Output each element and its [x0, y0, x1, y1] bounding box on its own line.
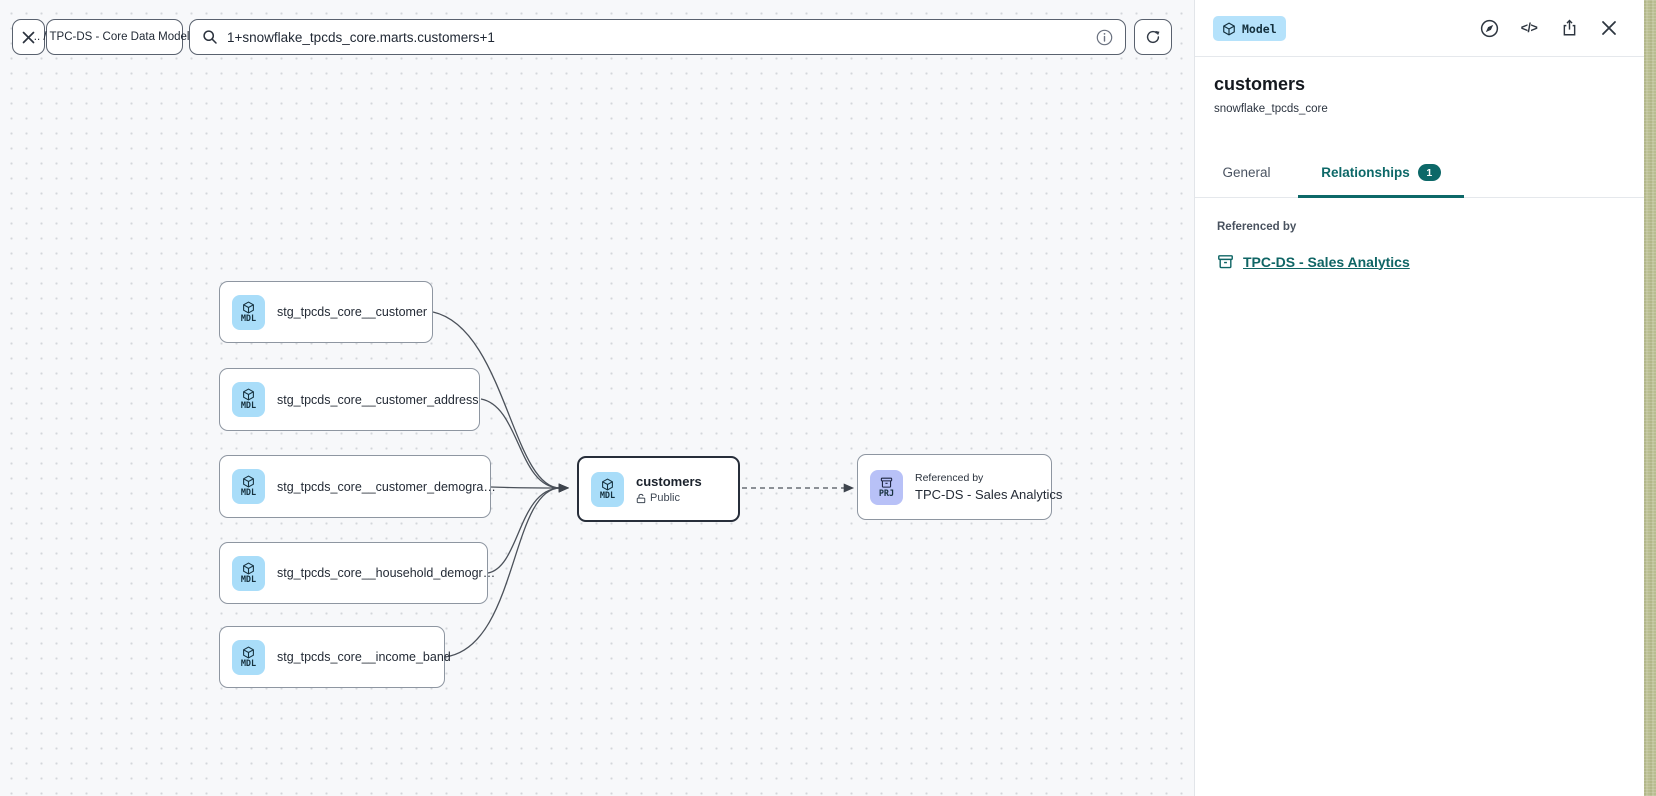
- cube-icon: [243, 646, 254, 659]
- node-stg-tpcds-core-household-demographics[interactable]: MDL stg_tpcds_core__household_demogr…: [219, 542, 495, 604]
- search-icon: [203, 30, 217, 44]
- cube-icon: [1223, 21, 1235, 36]
- model-type-icon: MDL: [232, 382, 265, 417]
- relationships-count-badge: 1: [1417, 164, 1441, 181]
- unlock-icon: [636, 493, 646, 503]
- node-label: TPC-DS - Sales Analytics: [915, 487, 1063, 502]
- tab-relationships[interactable]: Relationships 1: [1298, 148, 1464, 198]
- referenced-by-item[interactable]: TPC-DS - Sales Analytics: [1217, 253, 1410, 270]
- edge-layer: [432, 311, 855, 658]
- node-label: stg_tpcds_core__customer_demogra…: [277, 479, 496, 494]
- project-name: snowflake_tpcds_core: [1214, 103, 1328, 115]
- node-label: stg_tpcds_core__customer_address: [277, 392, 479, 407]
- node-stg-tpcds-core-customer-demographics[interactable]: MDL stg_tpcds_core__customer_demogra…: [219, 455, 496, 518]
- desktop-background-strip: [1644, 0, 1656, 796]
- node-tpcds-sales-analytics-project[interactable]: PRJ Referenced by TPC-DS - Sales Analyti…: [857, 454, 1062, 520]
- share-icon: [1563, 19, 1575, 36]
- active-tab-underline: [1298, 195, 1464, 198]
- node-label: stg_tpcds_core__household_demogr…: [277, 566, 496, 580]
- model-type-icon: MDL: [591, 471, 624, 507]
- lineage-canvas[interactable]: .. / TPC-DS - Core Data Models MDL stg_t…: [0, 0, 1194, 796]
- node-label: stg_tpcds_core__income_band: [277, 650, 451, 664]
- view-code-button[interactable]: </>: [1516, 15, 1542, 41]
- model-type-icon: MDL: [232, 639, 265, 675]
- refresh-button[interactable]: [1134, 19, 1172, 55]
- cube-icon: [602, 478, 613, 491]
- referenced-by-link[interactable]: TPC-DS - Sales Analytics: [1243, 253, 1410, 270]
- close-panel-button[interactable]: [1596, 15, 1622, 41]
- info-icon[interactable]: [1096, 29, 1113, 46]
- edge-customer-address: [480, 398, 570, 493]
- details-panel: Model </> customers snowflake_tpcds_core: [1194, 0, 1644, 796]
- share-button[interactable]: [1556, 15, 1582, 41]
- model-type-icon: MDL: [232, 469, 265, 504]
- project-type-icon: PRJ: [870, 469, 903, 505]
- cube-icon: [243, 388, 254, 401]
- resource-type-badge: Model: [1213, 16, 1286, 41]
- node-title: customers: [636, 474, 702, 489]
- tab-general[interactable]: General: [1222, 165, 1271, 180]
- node-customers-selected[interactable]: MDL customers Public: [577, 456, 740, 522]
- model-type-icon: MDL: [232, 294, 265, 330]
- selector-input[interactable]: [227, 29, 1096, 45]
- explore-lineage-button[interactable]: [1476, 15, 1502, 41]
- compass-icon: [1480, 19, 1498, 37]
- node-kicker: Referenced by: [915, 472, 984, 484]
- breadcrumb-label: .. / TPC-DS - Core Data Models: [33, 31, 196, 43]
- node-label: stg_tpcds_core__customer: [277, 305, 428, 319]
- cube-icon: [243, 301, 254, 314]
- archive-icon: [1218, 255, 1233, 269]
- breadcrumb[interactable]: .. / TPC-DS - Core Data Models: [34, 19, 195, 55]
- code-icon: </>: [1520, 21, 1538, 35]
- edge-household-demographics: [487, 483, 570, 574]
- cube-icon: [243, 562, 254, 575]
- lineage-selector-bar[interactable]: [189, 19, 1126, 55]
- referenced-by-label: Referenced by: [1217, 221, 1297, 233]
- node-stg-tpcds-core-customer[interactable]: MDL stg_tpcds_core__customer: [219, 281, 433, 343]
- node-access: Public: [636, 492, 702, 504]
- close-lineage-button[interactable]: [12, 19, 45, 55]
- node-stg-tpcds-core-income-band[interactable]: MDL stg_tpcds_core__income_band: [219, 626, 451, 688]
- close-icon: [1602, 21, 1616, 35]
- panel-tabs: General Relationships 1: [1195, 148, 1644, 198]
- cube-icon: [243, 475, 254, 488]
- panel-header: Model </>: [1195, 0, 1644, 57]
- refresh-icon: [1146, 30, 1160, 44]
- edge-customer-demographics: [490, 483, 570, 493]
- page-title: customers: [1214, 74, 1306, 94]
- model-type-icon: MDL: [232, 555, 265, 591]
- archive-icon: [880, 477, 893, 488]
- node-stg-tpcds-core-customer-address[interactable]: MDL stg_tpcds_core__customer_address: [219, 368, 480, 431]
- close-icon: [22, 31, 35, 43]
